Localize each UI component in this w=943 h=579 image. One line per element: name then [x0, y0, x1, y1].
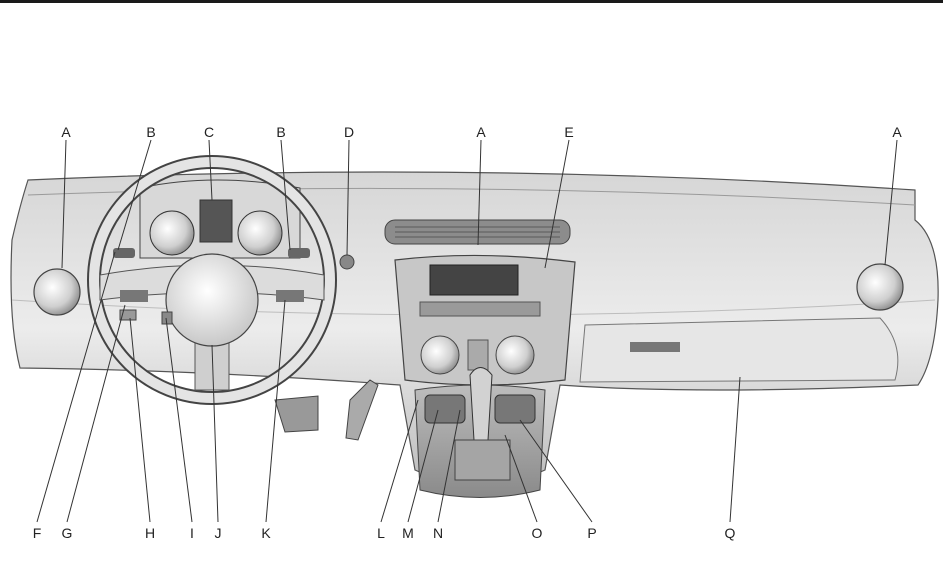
- console-gauge-left: [425, 395, 465, 423]
- glove-box: [580, 318, 898, 382]
- callout-j: J: [215, 525, 222, 541]
- callout-m: M: [402, 525, 414, 541]
- callout-c: C: [204, 124, 214, 140]
- callout-g: G: [62, 525, 73, 541]
- hazard-switch: [468, 340, 488, 370]
- left-air-vent: [34, 269, 80, 315]
- console-gauge-right: [495, 395, 535, 423]
- callout-l: L: [377, 525, 385, 541]
- callout-a-center: A: [476, 124, 486, 140]
- shift-boot: [455, 440, 510, 480]
- wiper-lever: [288, 248, 310, 258]
- climate-knob-left: [421, 336, 459, 374]
- callout-b-left: B: [146, 124, 155, 140]
- speedometer-gauge: [238, 211, 282, 255]
- radio-display: [430, 265, 518, 295]
- callout-e: E: [564, 124, 573, 140]
- tachometer-gauge: [150, 211, 194, 255]
- callout-b-right: B: [276, 124, 285, 140]
- callout-f: F: [33, 525, 42, 541]
- callout-n: N: [433, 525, 443, 541]
- right-air-vent: [857, 264, 903, 310]
- accelerator-pedal: [346, 380, 378, 440]
- radio-buttons: [420, 302, 540, 316]
- callout-h: H: [145, 525, 155, 541]
- turn-signal-lever: [113, 248, 135, 258]
- callout-p: P: [587, 525, 596, 541]
- climate-knob-right: [496, 336, 534, 374]
- callout-o: O: [532, 525, 543, 541]
- brake-pedal: [275, 396, 318, 432]
- shift-lever: [470, 368, 492, 441]
- glove-box-handle: [630, 342, 680, 352]
- callout-i: I: [190, 525, 194, 541]
- right-wheel-controls: [276, 290, 304, 302]
- callout-q: Q: [725, 525, 736, 541]
- callout-a-right: A: [892, 124, 902, 140]
- callout-k: K: [261, 525, 271, 541]
- callout-a-left: A: [61, 124, 71, 140]
- callout-d: D: [344, 124, 354, 140]
- steering-wheel-hub: [166, 254, 258, 346]
- ignition-switch: [340, 255, 354, 269]
- driver-info-center: [200, 200, 232, 242]
- left-wheel-controls: [120, 290, 148, 302]
